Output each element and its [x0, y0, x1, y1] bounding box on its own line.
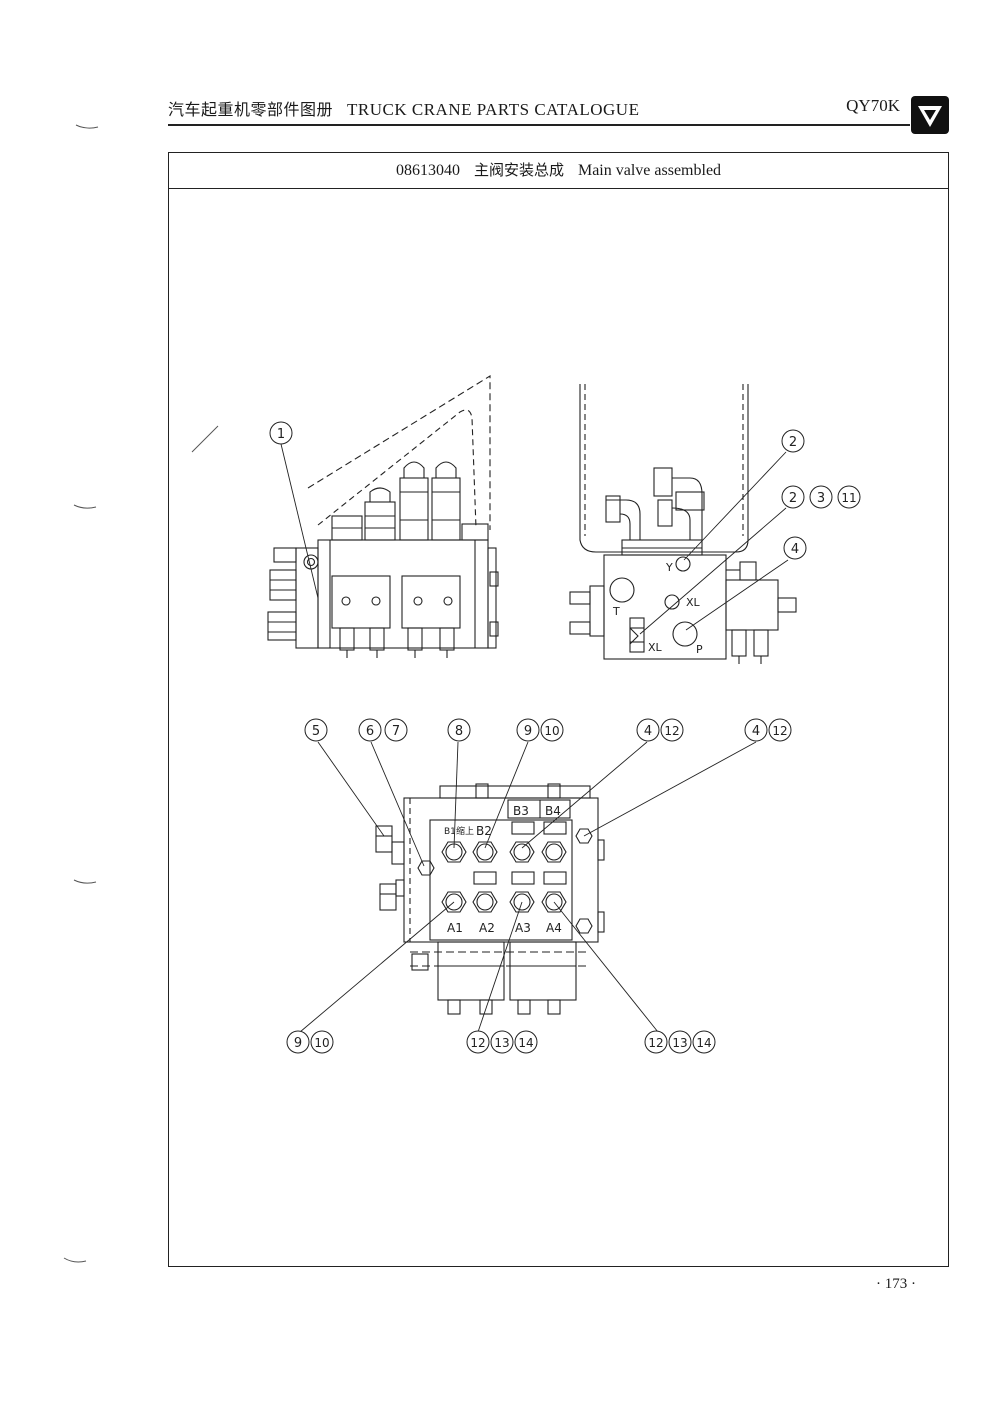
svg-text:7: 7: [392, 724, 400, 739]
model-code: QY70K: [846, 96, 900, 115]
svg-text:4: 4: [644, 724, 652, 739]
svg-text:6: 6: [366, 724, 374, 739]
side-view-right: [569, 384, 797, 664]
port-label-b1: B1: [444, 827, 456, 837]
callout-12-13-14-center: 12 13 14: [466, 1030, 538, 1054]
catalogue-title-cn: 汽车起重机零部件图册: [168, 100, 334, 119]
catalogue-title-en: TRUCK CRANE PARTS CATALOGUE: [347, 100, 640, 119]
port-label-b4: B4: [545, 804, 561, 818]
port-label-a1: A1: [447, 921, 463, 935]
port-label-t: T: [612, 605, 620, 618]
callout-2-upper: 2: [781, 429, 805, 453]
svg-text:10: 10: [544, 724, 559, 738]
callout-8: 8: [447, 718, 471, 742]
svg-text:10: 10: [314, 1036, 329, 1050]
svg-text:4: 4: [752, 724, 760, 739]
assembly-name-en: Main valve assembled: [577, 162, 722, 179]
xcmg-triangle-logo-icon: [911, 96, 949, 134]
svg-text:4: 4: [791, 542, 799, 557]
assembly-caption: 08613040 主阀安装总成 Main valve assembled: [169, 153, 948, 189]
callout-4-12-right: 4 12: [744, 718, 792, 742]
assembly-name-cn: 主阀安装总成: [473, 161, 564, 179]
callouts: 1 2 2 3 11 4 5 6 7 8 9 10 4 12 4 12 9 10: [269, 421, 861, 1054]
svg-text:9: 9: [294, 1036, 302, 1051]
catalogue-header: 汽车起重机零部件图册 TRUCK CRANE PARTS CATALOGUE QY…: [168, 92, 910, 126]
page-number: · 173 ·: [876, 1276, 916, 1292]
callout-9-10-bottom: 9 10: [286, 1030, 334, 1054]
svg-text:3: 3: [817, 491, 825, 506]
svg-text:8: 8: [455, 724, 463, 739]
svg-text:12: 12: [772, 724, 787, 738]
svg-text:14: 14: [518, 1036, 533, 1050]
svg-text:13: 13: [672, 1036, 687, 1050]
port-label-a2: A2: [479, 921, 495, 935]
svg-text:2: 2: [789, 435, 797, 450]
svg-text:12: 12: [470, 1036, 485, 1050]
callout-12-13-14-right: 12 13 14: [644, 1030, 716, 1054]
callout-4-right: 4: [783, 536, 807, 560]
port-label-xl-upper: XL: [686, 596, 701, 609]
scan-marks: [63, 124, 219, 1263]
callout-5: 5: [304, 718, 328, 742]
assembly-part-number: 08613040: [395, 162, 460, 179]
top-view: [375, 783, 605, 1015]
callout-4-12-center: 4 12: [636, 718, 684, 742]
svg-text:5: 5: [312, 724, 320, 739]
svg-text:14: 14: [696, 1036, 711, 1050]
svg-text:2: 2: [789, 491, 797, 506]
svg-text:13: 13: [494, 1036, 509, 1050]
port-label-b1-cn: 缩上: [456, 825, 474, 837]
port-label-a3: A3: [515, 921, 531, 935]
port-label-p: P: [696, 643, 703, 656]
callout-9-10-top: 9 10: [516, 718, 564, 742]
port-label-xl-lower: XL: [648, 641, 663, 654]
port-label-b3: B3: [513, 804, 529, 818]
side-view-left: [267, 375, 499, 658]
svg-text:1: 1: [277, 427, 285, 442]
svg-text:9: 9: [524, 724, 532, 739]
svg-text:12: 12: [648, 1036, 663, 1050]
port-label-a4: A4: [546, 921, 562, 935]
port-label-b2: B2: [476, 824, 492, 838]
svg-text:12: 12: [664, 724, 679, 738]
port-labels: Y T XL XL P B1 缩上 B2 B3 B4 A1 A2 A3 A4: [444, 561, 703, 935]
leader-lines: [280, 443, 789, 1033]
port-label-y: Y: [665, 561, 673, 574]
catalogue-title: 汽车起重机零部件图册 TRUCK CRANE PARTS CATALOGUE: [168, 96, 639, 120]
callout-2-3-11: 2 3 11: [781, 485, 861, 509]
callout-6-7: 6 7: [358, 718, 408, 742]
drawing-frame: 08613040 主阀安装总成 Main valve assembled: [168, 152, 949, 1267]
svg-text:11: 11: [841, 491, 856, 505]
callout-1: 1: [269, 421, 293, 445]
